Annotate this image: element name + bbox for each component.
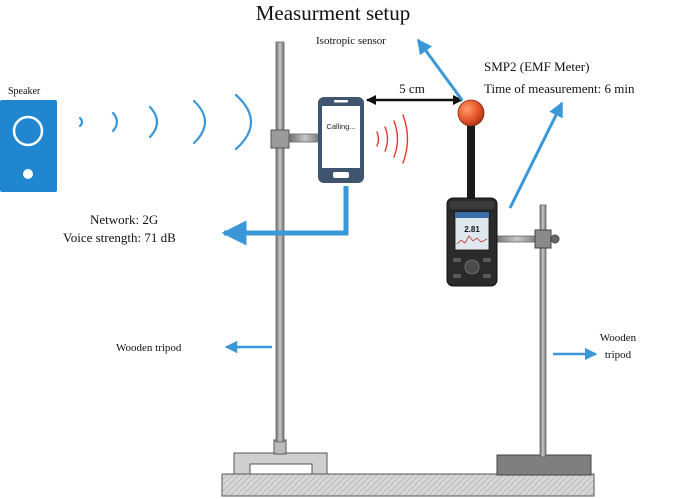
speaker-label: Speaker — [8, 86, 41, 97]
network-label: Network: 2G — [90, 212, 158, 227]
distance-label: 5 cm — [399, 81, 425, 96]
isotropic-sensor-label: Isotropic sensor — [316, 35, 386, 47]
right-tripod-stand — [493, 204, 592, 476]
right-tripod-label-line1: Wooden — [600, 332, 637, 344]
base-platform — [221, 473, 595, 497]
speaker-icon — [0, 100, 57, 192]
phone-screen-text: Calling... — [326, 122, 355, 131]
meter-name-label: SMP2 (EMF Meter) — [484, 59, 589, 74]
left-tripod-stand — [233, 41, 328, 475]
diagram-title: Measurment setup — [256, 1, 411, 25]
rf-signal-waves — [376, 114, 409, 164]
right-tripod-label-line2: tripod — [605, 349, 632, 361]
meter-arrow — [508, 101, 564, 209]
sound-waves — [78, 93, 252, 151]
measurement-time-label: Time of measurement: 6 min — [484, 81, 635, 96]
voice-strength-label: Voice strength: 71 dB — [63, 230, 176, 245]
emf-meter-icon — [446, 99, 498, 287]
meter-reading: 2.81 — [464, 225, 480, 234]
smartphone-icon — [318, 97, 364, 183]
isotropic-sensor-arrow — [416, 38, 464, 101]
network-arrow — [221, 186, 349, 246]
left-tripod-label: Wooden tripod — [116, 342, 182, 354]
